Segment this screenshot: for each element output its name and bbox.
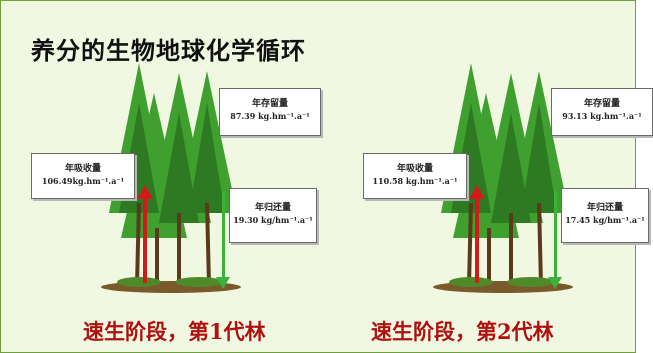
annual-storage-value: 87.39 kg.hm⁻¹.a⁻¹: [230, 110, 310, 121]
panel-generation-1: 年存留量 87.39 kg.hm⁻¹.a⁻¹ 年吸收量 106.49kg.hm⁻…: [19, 63, 321, 313]
uptake-arrow: [137, 185, 153, 283]
return-arrow: [216, 191, 230, 289]
annual-storage-box: 年存留量 87.39 kg.hm⁻¹.a⁻¹: [219, 88, 321, 136]
annual-uptake-box: 年吸收量 110.58 kg.hm⁻¹.a⁻¹: [363, 153, 467, 199]
return-arrow: [548, 191, 562, 289]
caption-generation-1: 速生阶段，第1代林: [83, 319, 266, 344]
annual-uptake-value: 110.58 kg.hm⁻¹.a⁻¹: [372, 175, 458, 186]
annual-uptake-label: 年吸收量: [64, 164, 101, 174]
annual-return-box: 年归还量 17.45 kg/hm⁻¹.a⁻¹: [561, 188, 649, 243]
caption-generation-2: 速生阶段，第2代林: [371, 319, 554, 344]
annual-return-value: 17.45 kg/hm⁻¹.a⁻¹: [565, 214, 645, 225]
annual-uptake-label: 年吸收量: [396, 164, 433, 174]
annual-storage-value: 93.13 kg.hm⁻¹.a⁻¹: [562, 110, 642, 121]
annual-uptake-box: 年吸收量 106.49kg.hm⁻¹.a⁻¹: [31, 153, 135, 199]
slide-title: 养分的生物地球化学循环: [31, 37, 306, 65]
annual-storage-box: 年存留量 93.13 kg.hm⁻¹.a⁻¹: [551, 88, 653, 136]
annual-return-label: 年归还量: [254, 203, 291, 213]
annual-return-box: 年归还量 19.30 kg/hm⁻¹.a⁻¹: [229, 188, 317, 243]
annual-storage-label: 年存留量: [251, 99, 288, 109]
annual-return-value: 19.30 kg/hm⁻¹.a⁻¹: [233, 214, 313, 225]
annual-storage-label: 年存留量: [583, 99, 620, 109]
panel-generation-2: 年存留量 93.13 kg.hm⁻¹.a⁻¹ 年吸收量 110.58 kg.hm…: [351, 63, 653, 313]
annual-uptake-value: 106.49kg.hm⁻¹.a⁻¹: [41, 175, 125, 186]
uptake-arrow: [469, 185, 485, 283]
annual-return-label: 年归还量: [586, 203, 623, 213]
